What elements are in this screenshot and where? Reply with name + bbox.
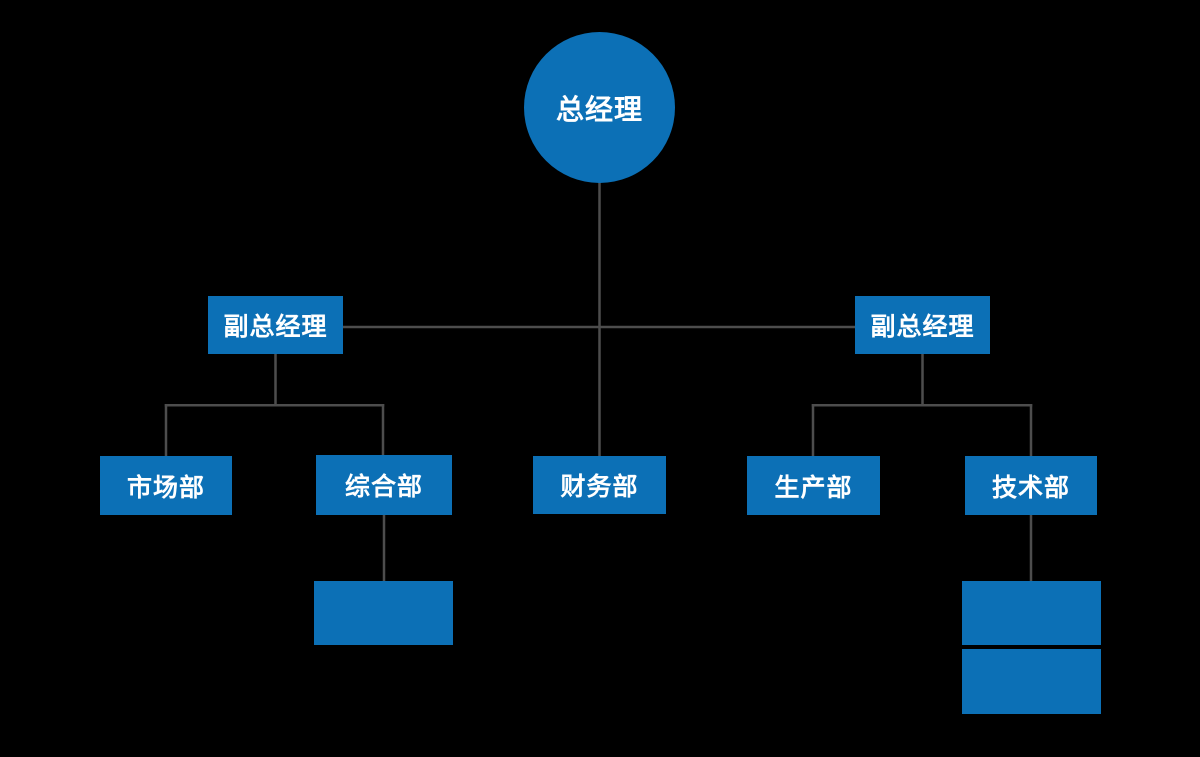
org-node-general-affairs-dept: 综合部 xyxy=(316,455,452,515)
org-node-label: 综合部 xyxy=(344,473,423,501)
org-node-deputy-manager-right: 副总经理 xyxy=(855,296,990,354)
org-node-label: 技术部 xyxy=(991,473,1070,502)
org-node-label: 总经理 xyxy=(555,93,643,125)
org-node-label: 财务部 xyxy=(560,473,639,501)
org-node-empty-technology-sub-1 xyxy=(962,581,1101,645)
org-node-label: 市场部 xyxy=(126,473,205,502)
org-node-label: 生产部 xyxy=(774,473,853,502)
org-node-general-manager: 总经理 xyxy=(524,32,675,183)
org-node-empty-general-affairs-sub xyxy=(314,581,453,645)
org-node-label: 副总经理 xyxy=(870,313,975,341)
org-node-finance-dept: 财务部 xyxy=(533,456,666,514)
org-node-label: 副总经理 xyxy=(223,313,328,341)
org-node-deputy-manager-left: 副总经理 xyxy=(208,296,343,354)
org-node-empty-technology-sub-2 xyxy=(962,649,1101,714)
org-node-marketing-dept: 市场部 xyxy=(100,456,232,515)
org-node-technology-dept: 技术部 xyxy=(965,456,1097,515)
org-node-production-dept: 生产部 xyxy=(747,456,880,515)
